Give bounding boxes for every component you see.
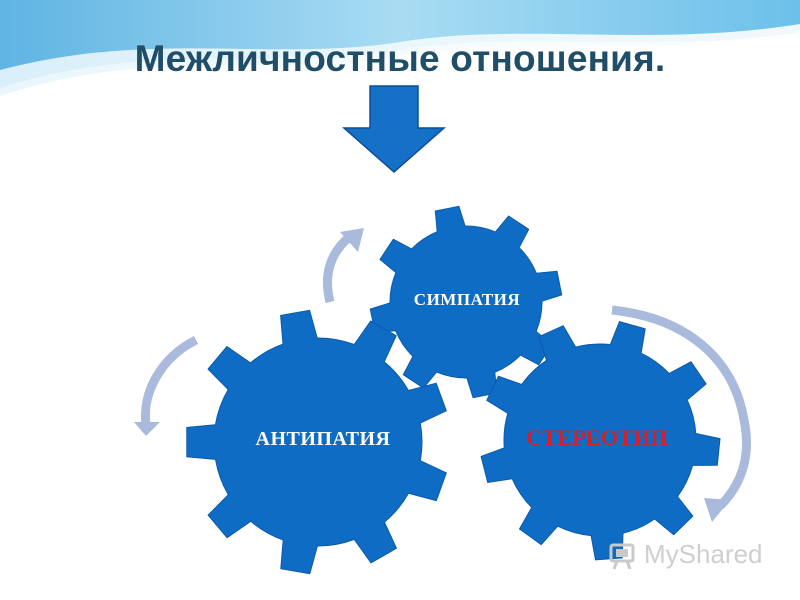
- arrowhead-left: [134, 422, 160, 436]
- watermark-text: MyShared: [644, 539, 763, 569]
- gear-label-stereotype: СТЕРЕОТИП: [525, 425, 669, 450]
- watermark-logo-icon: [609, 543, 635, 570]
- slide-title: Межличностные отношения.: [134, 38, 666, 79]
- gear-antipathy: [186, 309, 447, 575]
- down-arrow: [342, 85, 446, 173]
- arrowhead-top: [340, 228, 364, 252]
- curved-arrow-right: [611, 305, 751, 510]
- curved-arrow-top: [323, 234, 352, 304]
- arrowhead-right: [704, 498, 730, 522]
- gear-label-antipathy: АНТИПАТИЯ: [255, 428, 391, 450]
- curved-arrow-left: [140, 335, 199, 425]
- gear-stereotype: [480, 320, 721, 561]
- gear-layer: [186, 205, 721, 575]
- header-wave-highlight: [0, 24, 800, 96]
- gear-label-sympathy: СИМПАТИЯ: [413, 290, 521, 309]
- gear-sympathy: [369, 205, 563, 399]
- cycle-arrows: [140, 234, 751, 510]
- watermark: MyShared: [608, 538, 778, 572]
